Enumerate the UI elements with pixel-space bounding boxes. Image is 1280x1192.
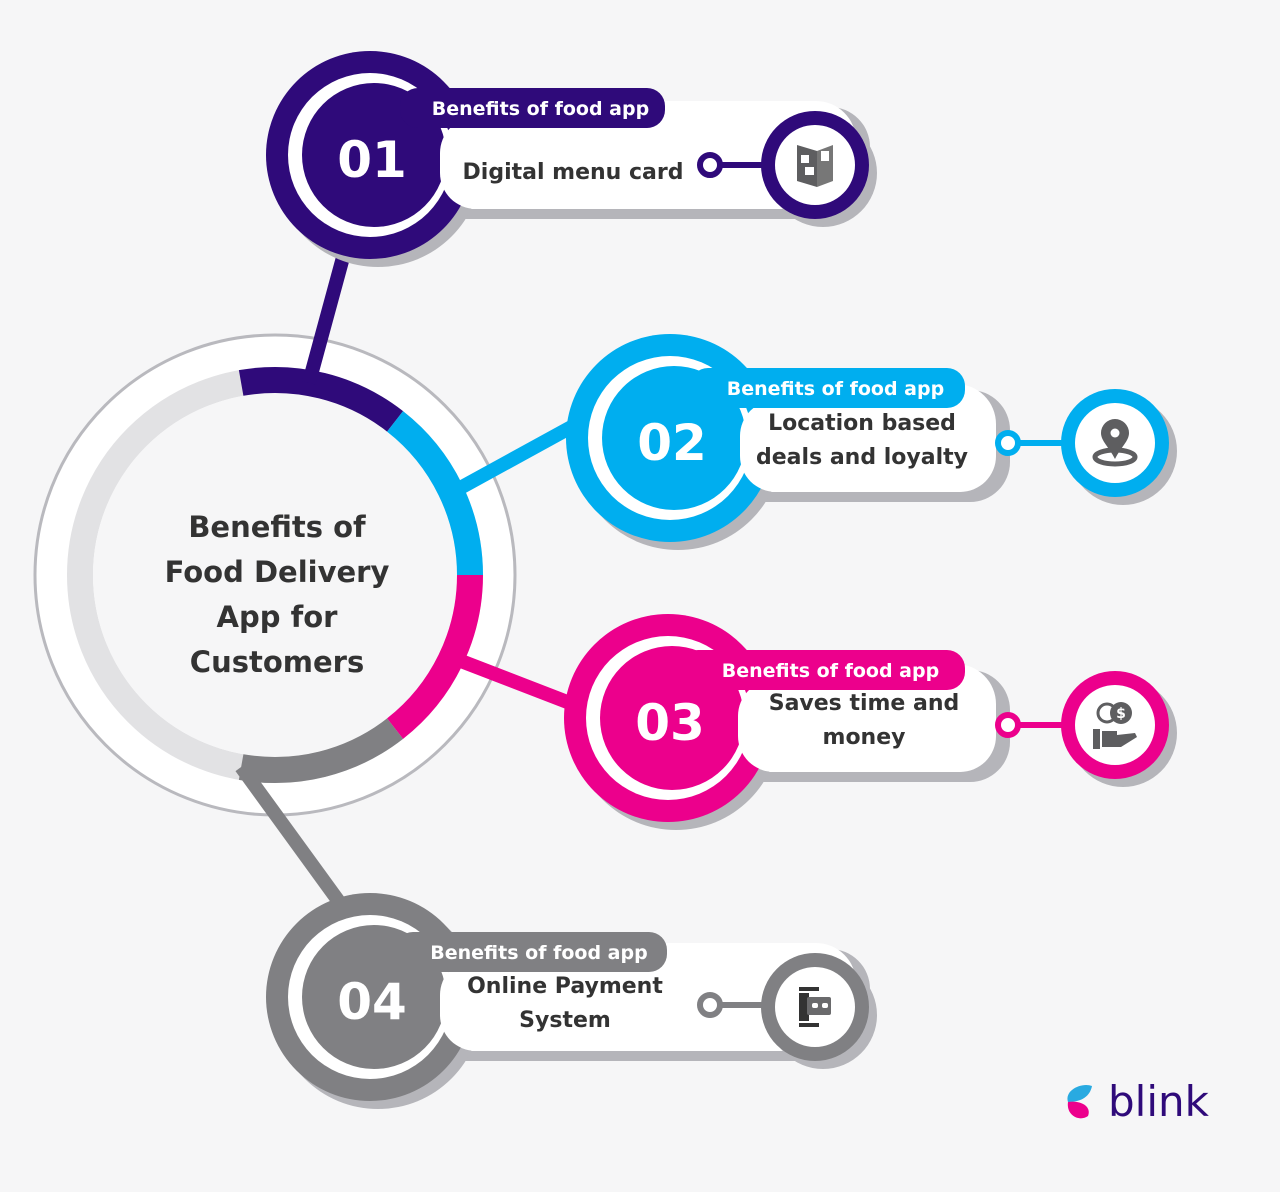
connector-03: [449, 650, 578, 712]
benefit-description: Saves time and: [769, 691, 960, 716]
card-text-area: [440, 959, 856, 1051]
center-title-line: Customers: [190, 645, 364, 679]
money-hand-icon: $: [1093, 702, 1137, 749]
connector-dot: [995, 430, 1021, 456]
connector-dot: [697, 152, 723, 178]
tag-label: Benefits of food app: [727, 378, 944, 400]
card-text-area: [440, 117, 856, 209]
card-text-area: [738, 680, 996, 772]
connector-04: [235, 762, 351, 915]
connector-dot: [697, 992, 723, 1018]
center-title-line: Benefits of: [188, 510, 366, 544]
benefit-number: 03: [635, 694, 705, 752]
connector-01: [302, 248, 352, 385]
benefit-card-03: Benefits of food app 03 Saves time and mone…: [564, 614, 1177, 830]
benefit-number: 04: [337, 973, 407, 1031]
benefit-card-02: Benefits of food app 02 Location based deal…: [566, 334, 1177, 550]
benefit-description: money: [823, 725, 906, 750]
center-title-line: App for: [217, 600, 339, 634]
tag-label: Benefits of food app: [430, 942, 647, 964]
icon-disc: [1075, 685, 1155, 765]
ring-segment-03: [386, 574, 483, 739]
center-disc: [93, 393, 457, 757]
tag-pill: [680, 650, 965, 690]
tag-label: Benefits of food app: [432, 98, 649, 120]
benefit-description: Location based: [768, 411, 956, 436]
svg-text:$: $: [1116, 706, 1126, 722]
benefit-number: 02: [637, 414, 707, 472]
tag-pill: [395, 932, 667, 972]
brand-logo: blink: [1058, 1080, 1209, 1124]
benefit-description: System: [519, 1008, 611, 1033]
benefit-number: 01: [337, 131, 407, 189]
benefit-description: Online Payment: [467, 974, 663, 999]
benefit-description: deals and loyalty: [756, 445, 968, 470]
connector-dot: [995, 712, 1021, 738]
tag-pill: [400, 88, 665, 128]
ring-segment-01: [238, 367, 404, 432]
tag-label: Benefits of food app: [722, 660, 939, 682]
card-text-area: [740, 400, 996, 492]
center-title-line: Food Delivery: [165, 555, 390, 589]
menu-card-icon: [797, 145, 833, 187]
tag-pill: [690, 368, 965, 408]
connector-02: [448, 418, 579, 499]
location-pin-icon: [1092, 419, 1138, 467]
benefit-description: Digital menu card: [463, 160, 684, 185]
butterfly-logo-icon: [1067, 1084, 1092, 1119]
card-payment-icon: [799, 987, 831, 1027]
brand-name: blink: [1108, 1077, 1209, 1126]
ring-segment-04: [238, 718, 404, 783]
benefit-card-04: Benefits of food app 04 Online PaymentSyst…: [266, 893, 877, 1109]
center-title: Benefits of Food Delivery App for Custom…: [165, 510, 390, 679]
